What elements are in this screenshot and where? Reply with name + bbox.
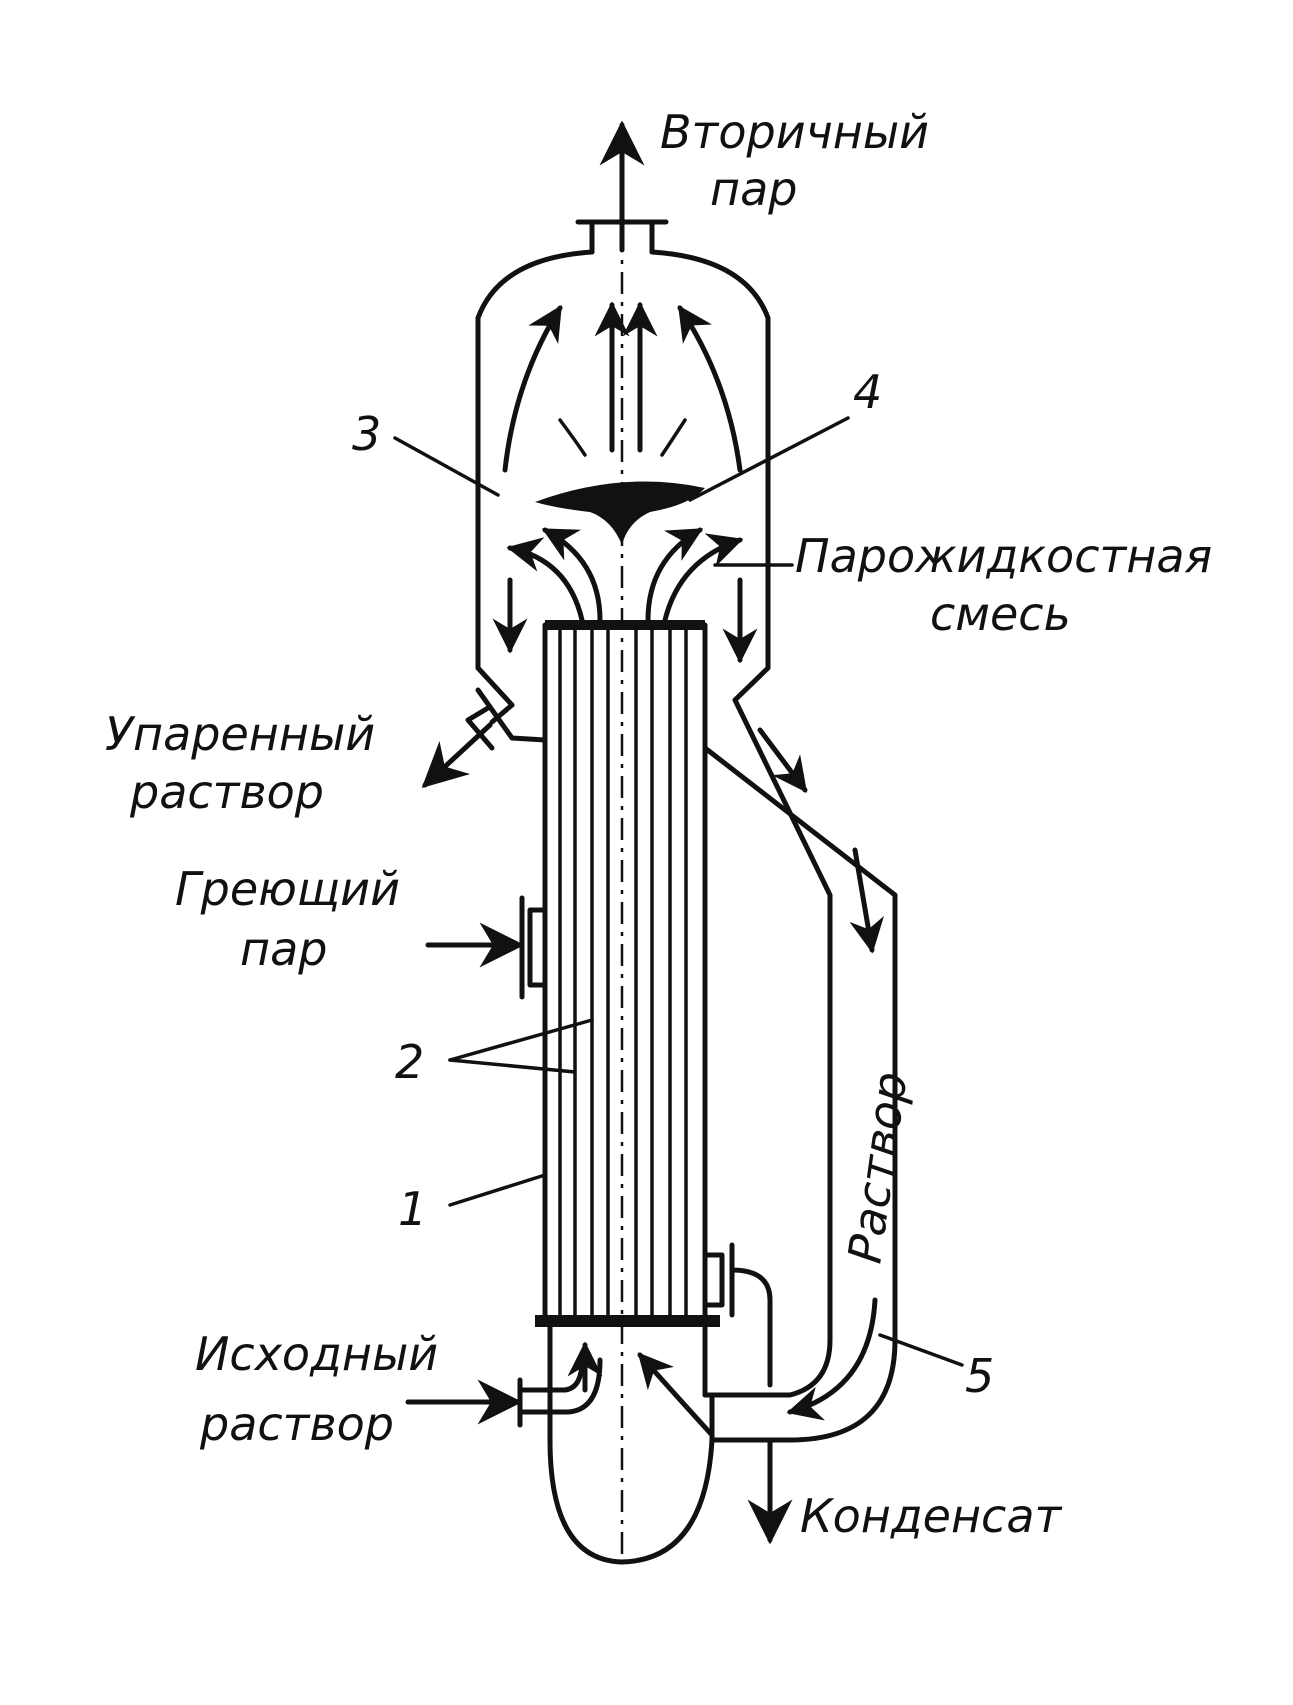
number-5: 5 <box>965 1349 994 1403</box>
bottom-chamber <box>547 1324 715 1565</box>
mixture-label-line1: Парожидкостная <box>795 529 1212 583</box>
evaporated-solution-nozzle <box>465 687 548 751</box>
leader-1 <box>448 1173 547 1207</box>
flow-arrows <box>492 301 884 1438</box>
separator-vessel <box>475 249 771 708</box>
initial-solution-label-line1: Исходный <box>195 1327 438 1381</box>
upper-tube-sheet <box>545 620 705 630</box>
top-nozzle <box>575 219 669 255</box>
heating-steam-nozzle <box>519 895 548 1000</box>
leader-2a <box>448 1018 594 1062</box>
number-1: 1 <box>398 1182 427 1236</box>
leader-2b <box>448 1058 577 1074</box>
solution-label: Раствор <box>837 1068 917 1266</box>
heating-tubes <box>558 628 688 1317</box>
heating-steam-label-line2: пар <box>240 922 327 976</box>
number-3: 3 <box>352 407 381 461</box>
initial-solution-nozzle <box>517 1357 603 1428</box>
condensate-label: Конденсат <box>800 1489 1063 1543</box>
leader-3 <box>393 436 500 497</box>
leader-4 <box>688 416 850 502</box>
heating-steam-label-line1: Греющий <box>175 862 400 916</box>
evaporated-solution-arrow <box>421 722 493 789</box>
lower-tube-sheet <box>535 1315 720 1327</box>
condensate-nozzle <box>702 1242 773 1388</box>
deflector <box>535 481 705 545</box>
number-2: 2 <box>395 1035 424 1089</box>
secondary-steam-label-line2: пар <box>710 162 797 216</box>
number-4: 4 <box>853 365 882 419</box>
evaporated-solution-label-line1: Упаренный <box>105 707 375 761</box>
mixture-label-line2: смесь <box>930 587 1071 641</box>
secondary-steam-label-line1: Вторичный <box>660 105 929 159</box>
evaporated-solution-label-line2: раствор <box>129 765 324 819</box>
leader-5 <box>878 1333 964 1367</box>
initial-solution-label-line2: раствор <box>199 1397 394 1451</box>
heating-chamber-shell <box>542 622 708 1323</box>
